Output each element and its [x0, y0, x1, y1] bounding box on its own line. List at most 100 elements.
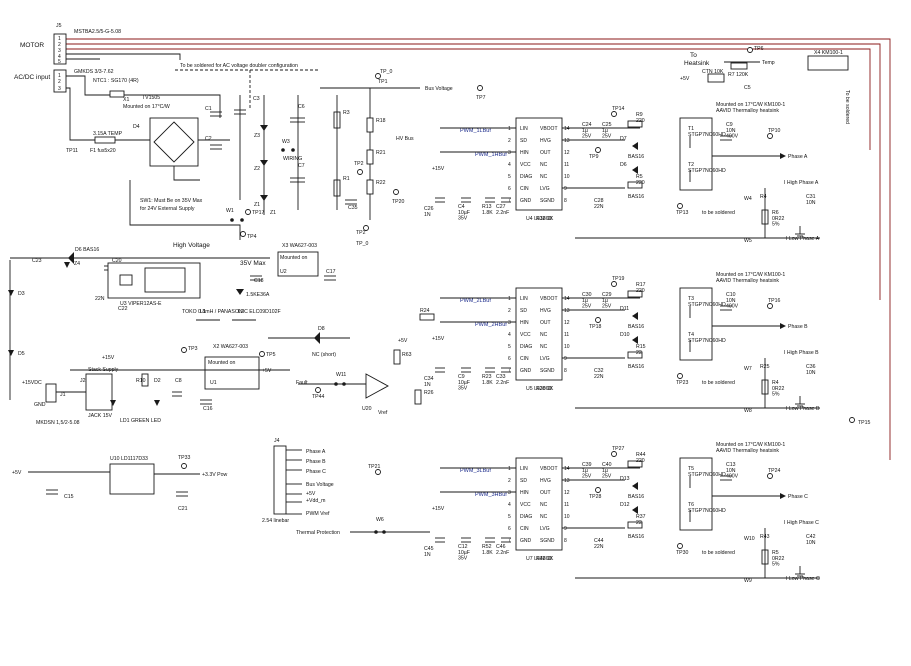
bus-voltage-net: Bus Voltage — [425, 86, 453, 92]
diode-h: D13 — [620, 476, 630, 482]
svg-text:+5V: +5V — [12, 470, 22, 476]
cap-cin2: C46 — [496, 544, 506, 550]
svg-text:NC (short): NC (short) — [312, 352, 336, 358]
svg-text:C21: C21 — [178, 506, 188, 512]
shunt-resistor: R5 — [772, 550, 779, 556]
res-gate-h: 220 — [636, 458, 645, 464]
tp-label: TP13 — [676, 210, 689, 216]
svg-text:Phase A: Phase A — [306, 449, 326, 455]
pin-cin: CIN — [520, 356, 529, 362]
cap-boot2: C40 — [602, 462, 612, 468]
igbt-module — [679, 117, 713, 191]
cap-boot1: C39 — [582, 462, 592, 468]
svg-text:TP11: TP11 — [66, 148, 78, 154]
cap-vcc: 10µF — [458, 550, 470, 556]
pin-sgnd: SGND — [540, 368, 555, 374]
pin-vboot: VBOOT — [540, 126, 558, 132]
tp-label: TP9 — [589, 154, 599, 160]
svg-text:C5: C5 — [744, 85, 751, 91]
svg-text:1: 1 — [58, 36, 61, 42]
svg-text:TP3: TP3 — [188, 346, 198, 352]
pin-sd: SD — [520, 308, 527, 314]
connector-j4: J4 2.54 linebar Phase A Phase B Phase C … — [262, 438, 430, 536]
shunt-resistor: R6 — [772, 210, 779, 216]
driver-label: U5 L6386D — [526, 386, 552, 392]
svg-text:L1: L1 — [200, 309, 206, 315]
svg-text:TP_0: TP_0 — [356, 241, 369, 247]
igbt-high: T3 — [688, 296, 694, 302]
sense-cap: 10N — [806, 200, 816, 206]
cap-boot2: 1µ — [602, 128, 608, 134]
svg-text:U20: U20 — [362, 406, 372, 412]
cap-boot1: 1µ — [582, 128, 588, 134]
pin-nc: NC — [540, 502, 548, 508]
svg-text:C16: C16 — [203, 406, 213, 412]
svg-text:D2: D2 — [154, 378, 161, 384]
res-cin: 1.8K — [482, 380, 493, 386]
sense-cap: C42 — [806, 534, 816, 540]
svg-text:3: 3 — [58, 48, 61, 54]
svg-text:TV1505: TV1505 — [142, 95, 160, 101]
pwm-high-net: PWM_2HBuf — [475, 322, 507, 328]
cap-boot1: C24 — [582, 122, 592, 128]
svg-text:TP2: TP2 — [354, 161, 364, 167]
igbt-low: T6 — [688, 502, 694, 508]
res-sgnd: R42 1K — [536, 556, 554, 562]
pin-sgnd: SGND — [540, 198, 555, 204]
l6386d-ic — [515, 117, 563, 211]
res-gate-h: R44 — [636, 452, 646, 458]
fuse-rating: 3.15A TEMP — [93, 131, 123, 137]
pin-num: 6 — [508, 356, 511, 362]
igbt-high: T1 — [688, 126, 694, 132]
svg-text:TP4: TP4 — [247, 234, 257, 240]
phase-drivers: PWM_1LBufPWM_1HBuf+15VLIN1SD2HIN3VCC4DIA… — [424, 102, 820, 584]
igbt-low: STGP7NC60HD — [688, 168, 726, 174]
pin-num: 13 — [564, 138, 570, 144]
svg-text:J2: J2 — [80, 378, 86, 384]
j5-part: MSTBA2.5/5-G-5.08 — [74, 29, 121, 35]
shunt-resistor: 0R22 — [772, 386, 785, 392]
res-sgnd: R12 1K — [536, 216, 554, 222]
sense-resistor: R4 — [760, 194, 767, 200]
pin-gnd: GND — [520, 538, 532, 544]
pwm-low-net: PWM_3LBuf — [460, 468, 491, 474]
svg-text:+15VDC: +15VDC — [22, 380, 42, 386]
jumper: W10 — [744, 536, 755, 542]
pin-vcc: VCC — [520, 162, 531, 168]
svg-text:2: 2 — [58, 79, 61, 85]
pin-num: 2 — [508, 308, 511, 314]
diode-h: D11 — [620, 306, 629, 312]
pow33-label: +3.3V Pow — [202, 472, 227, 478]
pin-hvg: HVG — [540, 478, 551, 484]
res-cin: 1.8K — [482, 550, 493, 556]
pin-out: OUT — [540, 320, 551, 326]
cap-lvg: C44 — [594, 538, 604, 544]
res-cin: R52 — [482, 544, 492, 550]
pin-num: 13 — [564, 478, 570, 484]
svg-text:C20: C20 — [112, 258, 122, 264]
svg-text:TP7: TP7 — [476, 95, 486, 101]
svg-text:X3 WA627-003: X3 WA627-003 — [282, 243, 317, 249]
jumper: W9 — [744, 578, 752, 584]
cap-cin: C26 — [424, 206, 434, 212]
driver-label: U4 L6386D — [526, 216, 552, 222]
plus15-net: +15V — [432, 506, 445, 512]
igbt-low: T2 — [688, 162, 694, 168]
svg-text:CTN 10K: CTN 10K — [702, 69, 724, 75]
phase-c-driver: PWM_3LBufPWM_3HBuf+15VLIN1SD2HIN3VCC4DIA… — [424, 442, 820, 584]
svg-text:TP5: TP5 — [266, 352, 276, 358]
pin-hvg: HVG — [540, 308, 551, 314]
sw1-block: SW1: Must Be on 35V Max for 24V External… — [129, 180, 265, 249]
svg-text:L2: L2 — [238, 309, 244, 315]
15v-supply: +15VDC GND J1 MKDSN 1,5/2-5.08 Stack Sup… — [22, 344, 290, 426]
svg-text:W11: W11 — [336, 372, 346, 378]
tp-label: TP30 — [676, 550, 689, 556]
ntc-fuse-block: NTC1 : SG170 (4R) X1 3.15A TEMP F1 fus5x… — [66, 78, 170, 154]
diode-h: D7 — [620, 136, 627, 142]
wiring-label: WIRING — [283, 156, 302, 162]
cap-boot2: C25 — [602, 122, 612, 128]
f1-label: F1 fus5x20 — [90, 148, 116, 154]
svg-text:Z1: Z1 — [254, 202, 260, 208]
svg-text:TP20: TP20 — [392, 199, 405, 205]
pin-sgnd: SGND — [540, 538, 555, 544]
